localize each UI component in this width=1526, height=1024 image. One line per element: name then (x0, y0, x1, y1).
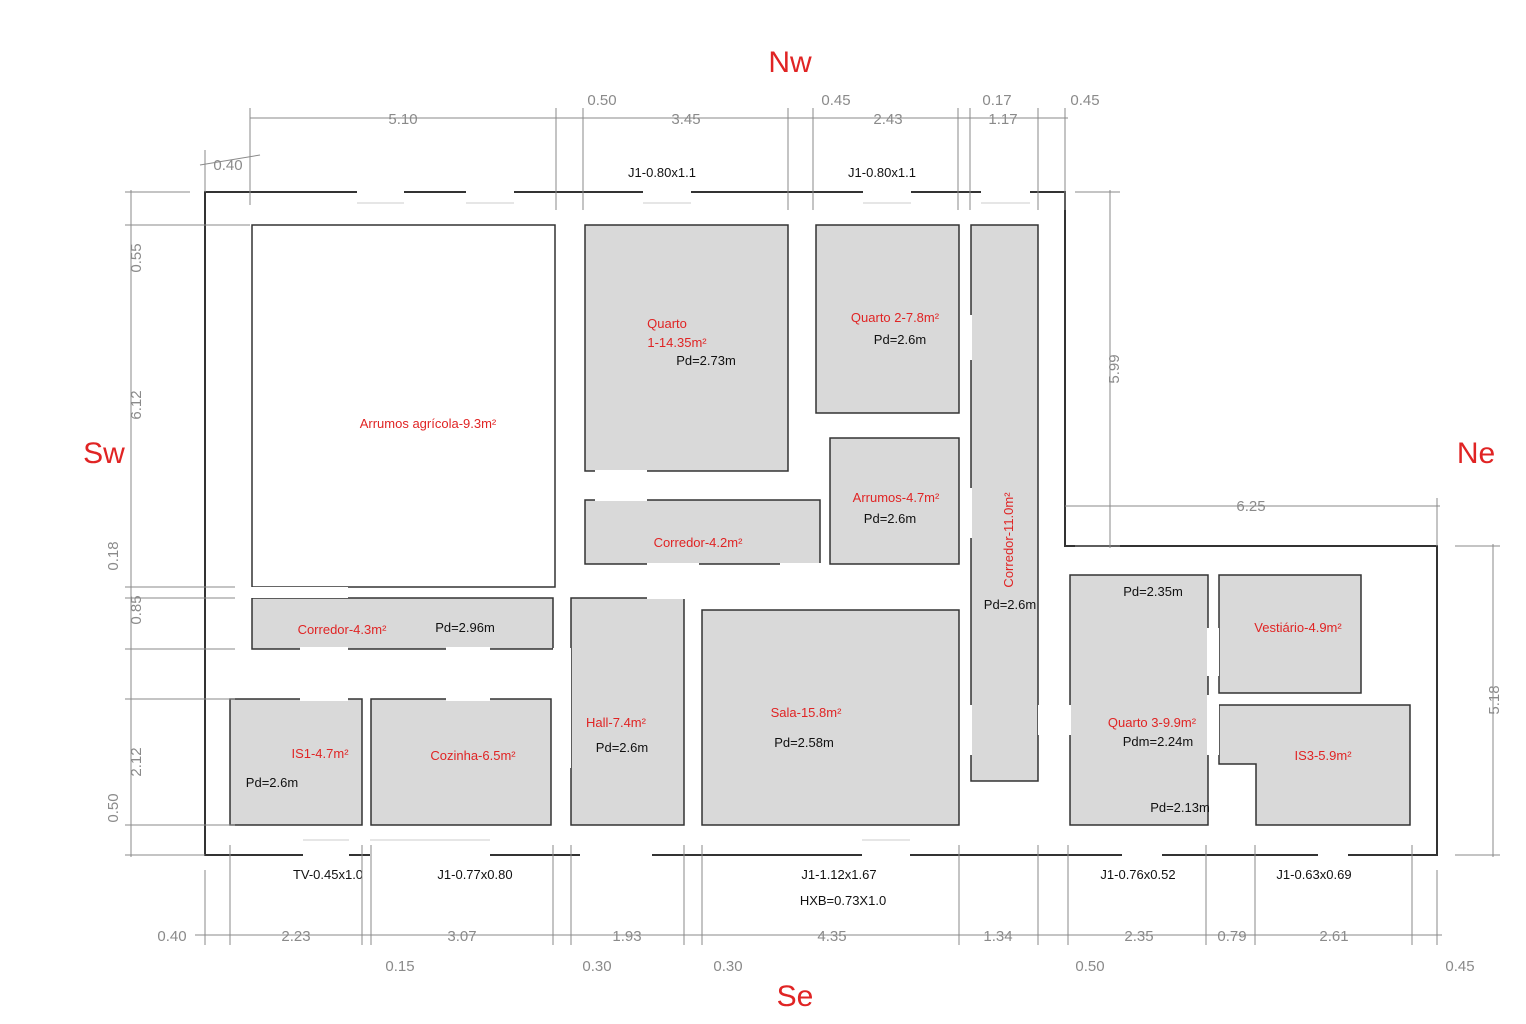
door-openings (236, 315, 1219, 768)
dim-top-left: 0.40 (213, 157, 242, 174)
dim-left-2: 6.12 (128, 390, 145, 419)
dim-top-6: 0.17 (982, 92, 1011, 109)
compass-south: Se (777, 980, 814, 1013)
dim-left-5: 2.12 (128, 747, 145, 776)
room-corredor-110 (970, 224, 1039, 782)
label-sala-pd: Pd=2.58m (774, 735, 834, 750)
label-bottom-tv: TV-0.45x1.0 (293, 867, 363, 882)
dim-right-upper: 5.99 (1106, 354, 1123, 383)
dim-ne-width: 6.25 (1236, 498, 1265, 515)
room-quarto-1 (584, 224, 789, 472)
label-corredor-110-pd: Pd=2.6m (984, 597, 1036, 612)
label-hall-pd: Pd=2.6m (596, 740, 648, 755)
dim-top-2: 0.50 (587, 92, 616, 109)
room-hall (570, 597, 685, 826)
dim-top-8: 0.45 (1070, 92, 1099, 109)
label-quarto-3-pd-top: Pd=2.35m (1123, 584, 1183, 599)
label-corredor-43-pd: Pd=2.96m (435, 620, 495, 635)
label-quarto-2-pd: Pd=2.6m (874, 332, 926, 347)
label-corredor-110: Corredor-11.0m² (1001, 492, 1016, 588)
label-quarto-3: Quarto 3-9.9m² (1108, 715, 1197, 730)
top-windows (357, 190, 1030, 204)
label-arrumos: Arrumos-4.7m² (853, 490, 940, 505)
label-bottom-j1d: J1-0.63x0.69 (1276, 867, 1351, 882)
label-top-window-right: J1-0.80x1.1 (848, 165, 916, 180)
dim-top-7: 1.17 (988, 111, 1017, 128)
dim-bottom-4: 1.93 (612, 928, 641, 945)
room-vestiario (1218, 574, 1362, 694)
dim-bottom-small-4: 0.50 (1075, 958, 1104, 975)
dim-bottom-5: 4.35 (817, 928, 846, 945)
dim-top-5: 2.43 (873, 111, 902, 128)
label-bottom-j1c: J1-0.76x0.52 (1100, 867, 1175, 882)
label-corredor-43: Corredor-4.3m² (298, 622, 388, 637)
dim-top-4: 0.45 (821, 92, 850, 109)
dim-right-lower: 5.18 (1486, 685, 1503, 714)
dim-bottom-small-2: 0.30 (582, 958, 611, 975)
room-corredor-42 (584, 499, 821, 565)
label-hall: Hall-7.4m² (586, 715, 647, 730)
label-quarto-2: Quarto 2-7.8m² (851, 310, 940, 325)
dim-bottom-8: 0.79 (1217, 928, 1246, 945)
room-corredor-43 (251, 597, 554, 650)
dim-left-4: 0.85 (128, 595, 145, 624)
label-bottom-j1a: J1-0.77x0.80 (437, 867, 512, 882)
dim-bottom-9: 2.61 (1319, 928, 1348, 945)
dim-bottom-small-3: 0.30 (713, 958, 742, 975)
dim-top-1: 5.10 (388, 111, 417, 128)
room-arrumos-agricola (251, 224, 556, 588)
label-quarto-3-pd-bottom: Pd=2.13m (1150, 800, 1210, 815)
bottom-windows (303, 839, 1348, 857)
label-top-window-left: J1-0.80x1.1 (628, 165, 696, 180)
dim-bottom-6: 1.34 (983, 928, 1012, 945)
room-quarto-2 (815, 224, 960, 414)
dim-top-3: 3.45 (671, 111, 700, 128)
label-is1: IS1-4.7m² (291, 746, 349, 761)
label-is3: IS3-5.9m² (1294, 748, 1352, 763)
compass-north: Nw (768, 46, 812, 79)
dim-bottom-1: 0.40 (157, 928, 186, 945)
dim-bottom-small-5: 0.45 (1445, 958, 1474, 975)
compass-west: Sw (83, 437, 125, 470)
label-quarto-3-pdm: Pdm=2.24m (1123, 734, 1193, 749)
label-bottom-hxb: HXB=0.73X1.0 (800, 893, 886, 908)
dim-bottom-small-1: 0.15 (385, 958, 414, 975)
label-sala: Sala-15.8m² (771, 705, 842, 720)
label-bottom-j1b: J1-1.12x1.67 (801, 867, 876, 882)
room-arrumos (829, 437, 960, 565)
label-quarto-1-line2: 1-14.35m² (647, 335, 707, 350)
compass-east: Ne (1457, 437, 1495, 470)
label-cozinha: Cozinha-6.5m² (430, 748, 516, 763)
dim-bottom-7: 2.35 (1124, 928, 1153, 945)
label-vestiario: Vestiário-4.9m² (1254, 620, 1342, 635)
top-dimension-chain (199, 108, 1068, 210)
room-is3 (1218, 704, 1411, 826)
room-sala (701, 609, 960, 826)
dim-bottom-2: 2.23 (281, 928, 310, 945)
label-arrumos-pd: Pd=2.6m (864, 511, 916, 526)
bottom-dimension-chain (195, 845, 1442, 945)
label-quarto-1-line1: Quarto (647, 316, 687, 331)
dim-left-3: 0.18 (105, 541, 122, 570)
dim-left-6: 0.50 (105, 793, 122, 822)
label-corredor-42: Corredor-4.2m² (654, 535, 744, 550)
label-quarto-1-pd: Pd=2.73m (676, 353, 736, 368)
dim-left-1: 0.55 (128, 243, 145, 272)
room-quarto-3 (1069, 574, 1209, 826)
label-arrumos-agricola: Arrumos agrícola-9.3m² (360, 416, 497, 431)
room-is1 (229, 698, 363, 826)
left-dimension-chain (125, 190, 250, 857)
dim-bottom-3: 3.07 (447, 928, 476, 945)
label-is1-pd: Pd=2.6m (246, 775, 298, 790)
right-dimension-chains (1065, 190, 1500, 857)
